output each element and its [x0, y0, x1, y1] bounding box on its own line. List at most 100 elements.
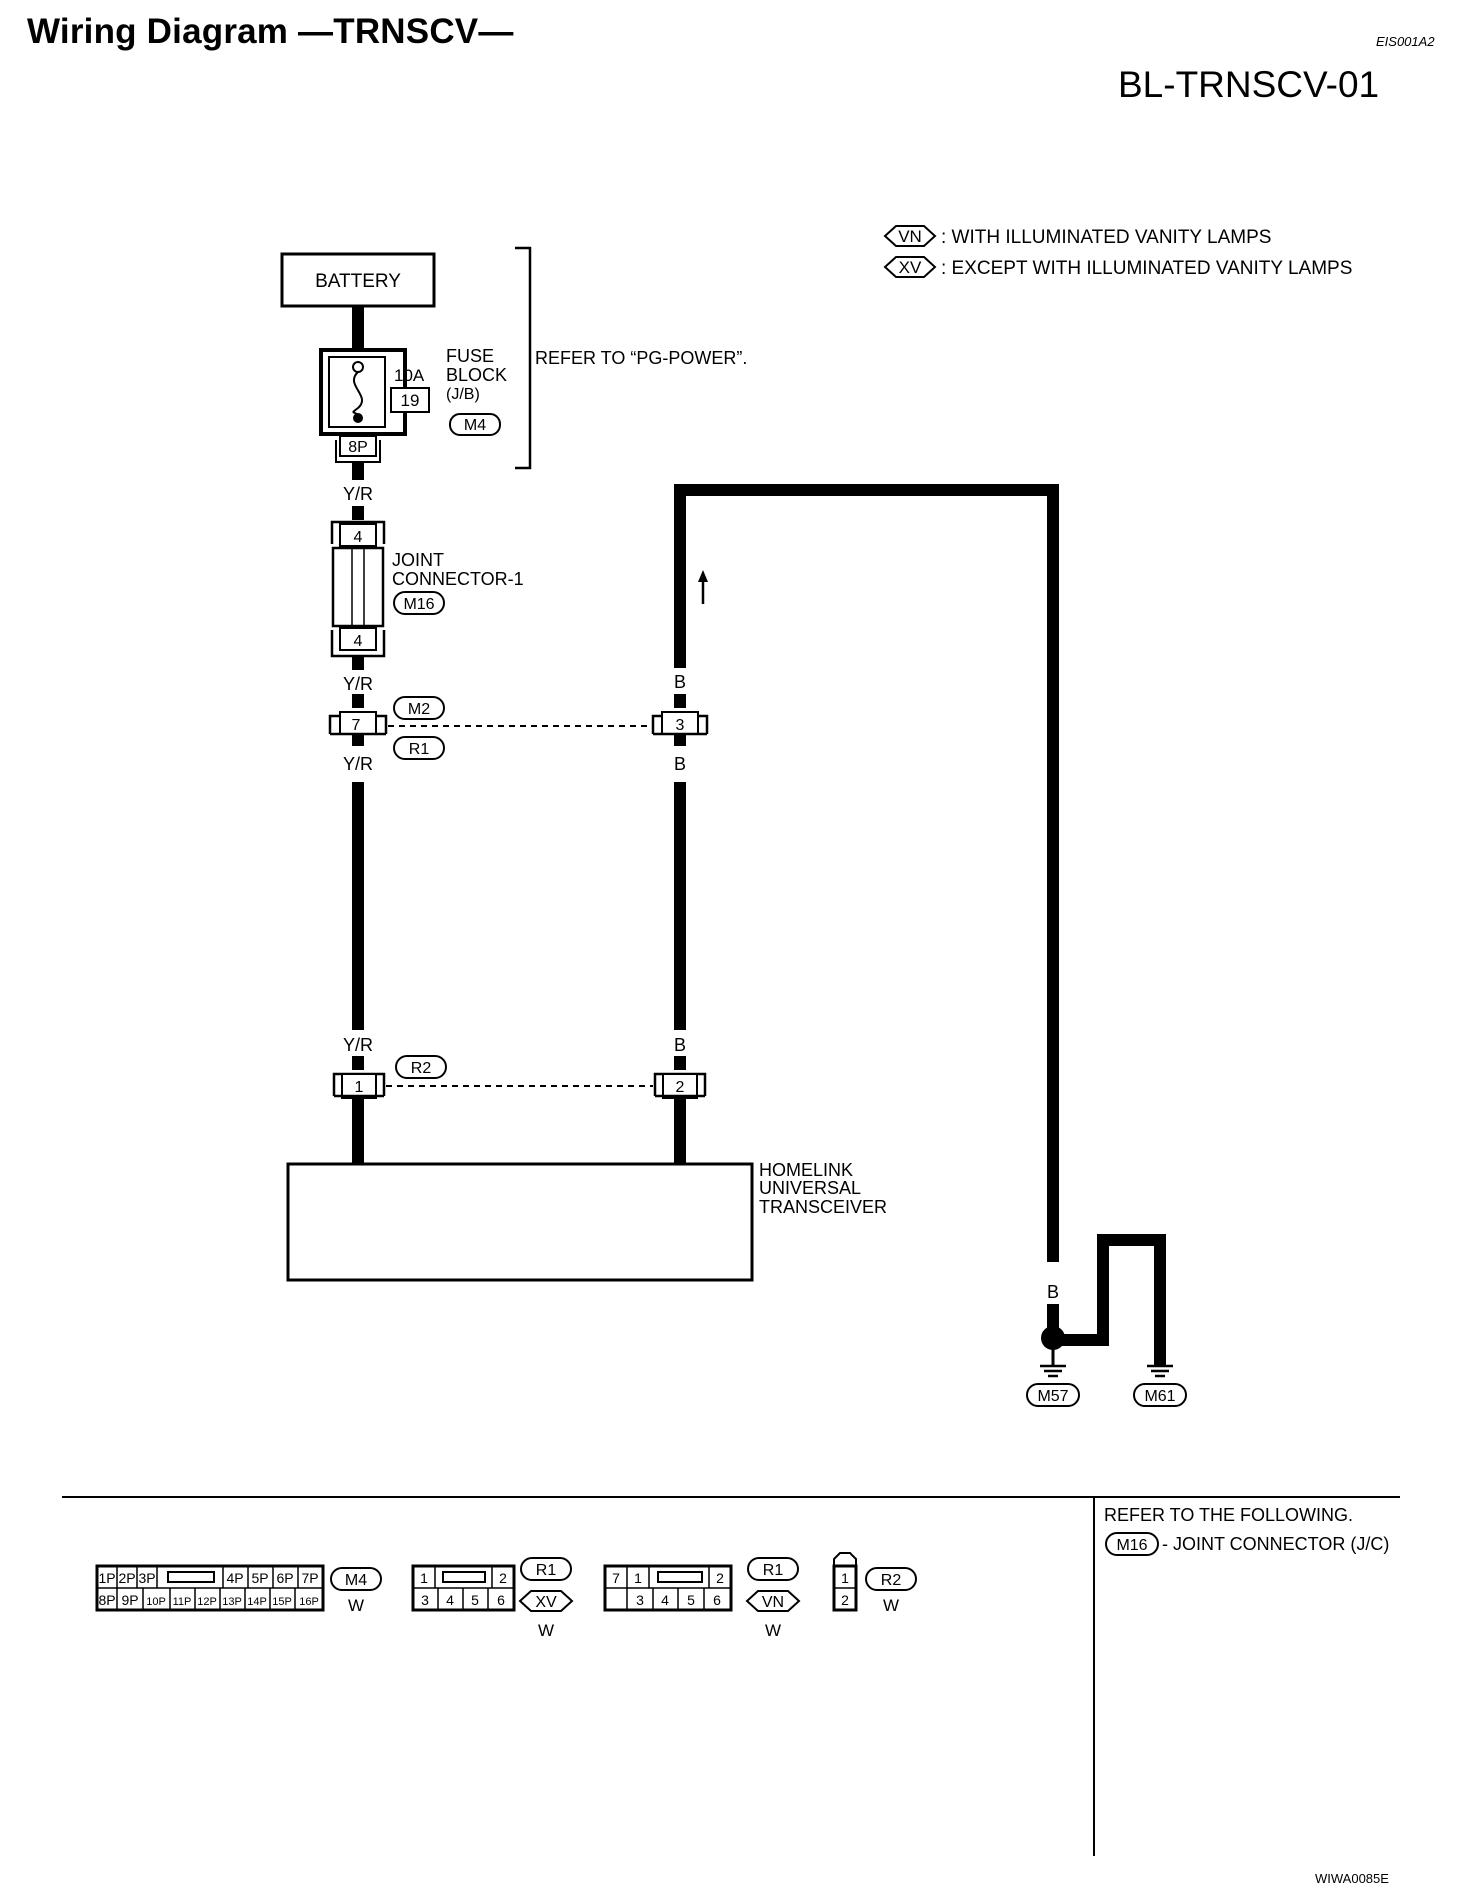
component-label-3: TRANSCEIVER [759, 1197, 887, 1217]
joint-connector-name: M16 [403, 596, 434, 613]
m4-pin: 8P [98, 1592, 115, 1608]
fuse-terminal-label: 8P [348, 439, 368, 456]
r1-vn-pin: 4 [661, 1592, 669, 1608]
m4-pin: 5P [251, 1570, 268, 1586]
figure-code: WIWA0085E [1315, 1871, 1389, 1886]
r2-pin: 1 [841, 1570, 849, 1586]
ground-badge-m57 [1026, 1383, 1080, 1407]
refer-box-connector: M16 [1116, 1537, 1147, 1554]
r2-connector-name: R2 [881, 1572, 902, 1589]
m4-pin: 6P [276, 1570, 293, 1586]
connector-view-m4: 1P 2P 3P 4P 5P 6P 7P 8P 9P 10P 11P 12P 1… [95, 1564, 382, 1615]
legend-text-vn: : WITH ILLUMINATED VANITY LAMPS [941, 227, 1271, 248]
inline-connector-r2: 1 2 R2 [332, 1055, 707, 1099]
connector-latch-icon [442, 1571, 486, 1583]
refer-box: REFER TO THE FOLLOWING. M16 - JOINT CONN… [1104, 1505, 1389, 1556]
m4-connector-name: M4 [345, 1572, 367, 1589]
component-label-1: HOMELINK [759, 1160, 853, 1180]
arrow-up-icon [698, 570, 708, 582]
joint-connector-label-2: CONNECTOR-1 [392, 569, 524, 589]
r1-vn-connector-name: R1 [763, 1562, 784, 1579]
ground-icon [1147, 1364, 1173, 1378]
wire-color-label: B [1154, 1282, 1166, 1302]
joint-terminal-top: 4 [354, 529, 363, 546]
r1-xv-pin: 1 [420, 1570, 428, 1586]
legend-text-xv: : EXCEPT WITH ILLUMINATED VANITY LAMPS [941, 258, 1352, 279]
connector-badge-m2 [393, 696, 445, 720]
m4-pin: 9P [121, 1592, 138, 1608]
ground-wire-b [674, 484, 1059, 1262]
refer-box-item-text: - JOINT CONNECTOR (J/C) [1162, 1534, 1389, 1554]
m4-pin: 2P [118, 1570, 135, 1586]
r1-xv-wire-color: W [538, 1621, 554, 1640]
r2-wire-color: W [883, 1596, 899, 1615]
ground-icon [1040, 1364, 1066, 1378]
connector-view-r1-vn: 7 1 2 3 4 5 6 R1 VN W [603, 1557, 801, 1640]
r1-vn-pin: 5 [687, 1592, 695, 1608]
r1-vn-pin: 7 [612, 1570, 620, 1586]
ground-jumper-wire [1097, 1234, 1166, 1318]
inline-connector-m2-r1: 7 3 M2 R1 [328, 696, 709, 760]
inline-terminal-left: 7 [352, 717, 361, 734]
inline-terminal-right: 3 [676, 717, 685, 734]
m4-wire-color: W [348, 1596, 364, 1615]
r1-xv-pin: 2 [499, 1570, 507, 1586]
m4-pin: 15P [272, 1596, 292, 1608]
diagram-id: BL-TRNSCV-01 [1118, 64, 1380, 105]
joint-terminal-bottom: 4 [354, 633, 363, 650]
m4-pin: 3P [138, 1570, 155, 1586]
fuse-block-label-2: BLOCK [446, 365, 507, 385]
connector-view-r1-xv: 1 2 3 4 5 6 R1 XV W [411, 1557, 574, 1640]
legend-code-xv: XV [899, 258, 922, 277]
ground-jumper-wire [1053, 1308, 1109, 1346]
joint-connector-1: 4 4 JOINT CONNECTOR-1 M16 [330, 520, 524, 658]
wire-color-label: B [674, 672, 686, 692]
connector-badge-m16 [1105, 1532, 1159, 1556]
joint-connector-label-1: JOINT [392, 550, 444, 570]
connector-latch-icon [167, 1571, 215, 1583]
fuse-terminal-top [352, 361, 364, 373]
battery: BATTERY [280, 252, 436, 308]
wire-color-label: Y/R [343, 1035, 373, 1055]
connector-view-r2: 1 2 R2 W [832, 1552, 917, 1615]
wire-color-label: Y/R [343, 754, 373, 774]
variant-badge-vn [745, 1590, 801, 1612]
variant-badge-xv [883, 256, 937, 278]
variant-badge-xv [518, 1590, 574, 1612]
fuse-terminal-bottom [353, 413, 363, 423]
r1-xv-variant: XV [535, 1594, 557, 1611]
homelink-transceiver: HOMELINK UNIVERSAL TRANSCEIVER [286, 1160, 887, 1282]
m4-pin: 4P [226, 1570, 243, 1586]
legend-item-vn: VN : WITH ILLUMINATED VANITY LAMPS [883, 225, 1271, 248]
m4-pin: 14P [247, 1596, 267, 1608]
wire-color-label: B [1097, 1282, 1109, 1302]
m4-pin: 7P [301, 1570, 318, 1586]
r2-terminal-left: 1 [355, 1079, 364, 1096]
connector-badge-m16 [393, 591, 445, 615]
fuse-block-label-3: (J/B) [446, 386, 480, 403]
connector-badge-r2 [395, 1055, 447, 1079]
r1-xv-pin: 5 [471, 1592, 479, 1608]
legend-item-xv: XV : EXCEPT WITH ILLUMINATED VANITY LAMP… [883, 256, 1352, 279]
r1-vn-pin: 2 [716, 1570, 724, 1586]
wire-color-label: B [1047, 1282, 1059, 1302]
refer-box-heading: REFER TO THE FOLLOWING. [1104, 1505, 1353, 1525]
fuse-block: 10A 19 FUSE BLOCK (J/B) M4 8P [319, 346, 507, 463]
m4-pin: 16P [299, 1596, 319, 1608]
connector-badge-r1 [393, 736, 445, 760]
ground-name-m61: M61 [1144, 1388, 1175, 1405]
m4-pin: 10P [146, 1596, 166, 1608]
inline-connector-upper: M2 [408, 701, 430, 718]
refer-to-pg-power: REFER TO “PG-POWER”. [535, 348, 747, 368]
fuse-rating: 10A [394, 366, 425, 385]
r1-vn-pin: 3 [636, 1592, 644, 1608]
page-title: Wiring Diagram —TRNSCV— [27, 12, 514, 51]
fuse-block-connector: M4 [464, 417, 486, 434]
r1-vn-pin: 1 [634, 1570, 642, 1586]
ground-badge-m61 [1133, 1383, 1187, 1407]
r1-xv-pin: 4 [446, 1592, 454, 1608]
legend: VN : WITH ILLUMINATED VANITY LAMPS XV : … [883, 225, 1352, 279]
r2-terminal-right: 2 [676, 1079, 685, 1096]
wire-color-label: Y/R [343, 484, 373, 504]
